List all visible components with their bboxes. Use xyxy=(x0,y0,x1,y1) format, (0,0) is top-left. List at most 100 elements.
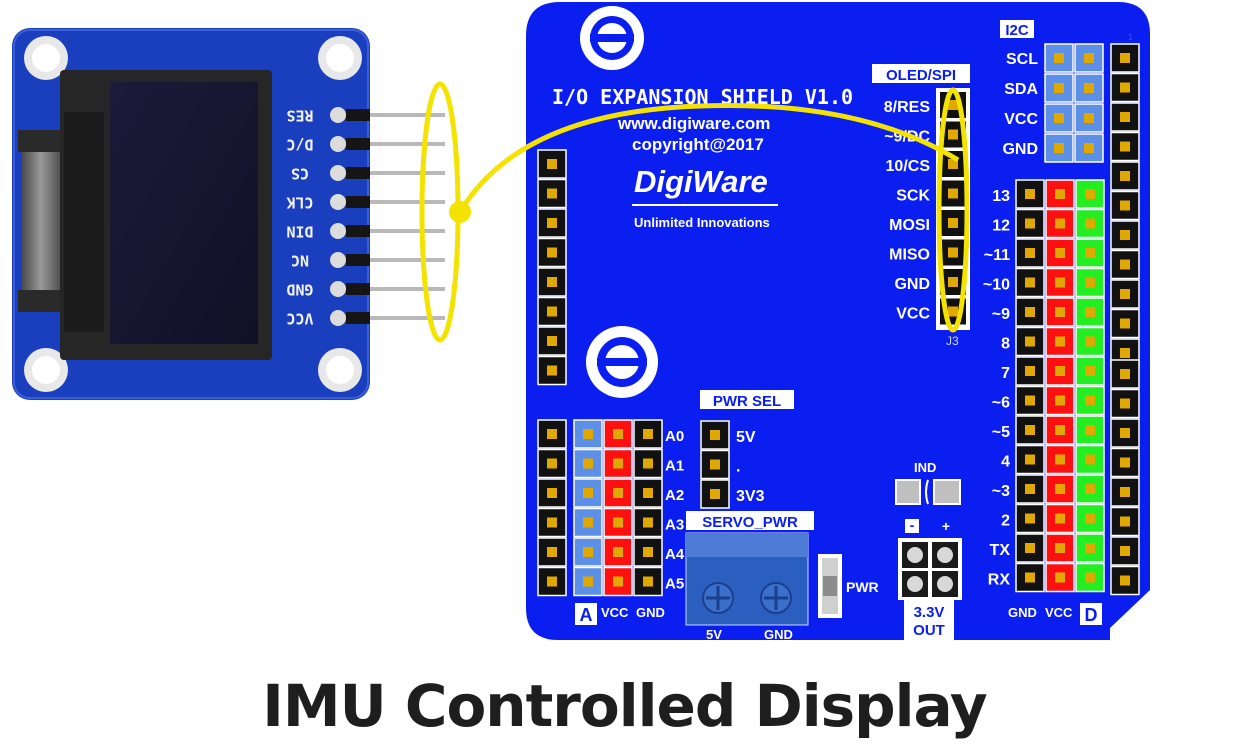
header-pin xyxy=(940,180,966,207)
header-pin xyxy=(633,448,663,479)
corner-mark: 1 xyxy=(1128,32,1133,42)
screw-icon xyxy=(702,582,792,614)
header-pin xyxy=(537,296,567,327)
digiware-tagline: Unlimited Innovations xyxy=(634,215,770,230)
header-pin xyxy=(1110,131,1140,162)
shield-board: I/O EXPANSION SHIELD V1.0 www.digiware.c… xyxy=(526,2,1150,642)
header-pin xyxy=(1015,474,1045,504)
header-pin xyxy=(1110,418,1140,448)
header-pin xyxy=(1110,308,1140,339)
i2c-pin-label: VCC xyxy=(1004,111,1038,128)
left-header xyxy=(537,149,567,386)
pin-pad-icon xyxy=(330,136,346,152)
header-pin xyxy=(537,237,567,268)
header-pin xyxy=(1075,297,1105,327)
pwr-sel-label: 3V3 xyxy=(736,488,765,505)
header-pin xyxy=(1074,103,1104,133)
header-pin xyxy=(1045,267,1075,298)
header-pin xyxy=(940,210,966,236)
analog-footer-vcc: VCC xyxy=(601,605,629,620)
pin-pad-icon xyxy=(330,252,346,268)
oled-spi-header: OLED/SPI xyxy=(886,67,956,84)
header-pin xyxy=(1045,179,1075,209)
header-pin xyxy=(1075,503,1105,534)
i2c-header: I2C xyxy=(1005,22,1029,39)
analog-pin-label: A0 xyxy=(665,428,684,445)
oled-pin-label: VCC xyxy=(286,310,313,328)
header-pin xyxy=(1045,208,1075,239)
out-label-1: 3.3V xyxy=(914,604,945,621)
power-switch[interactable] xyxy=(818,554,842,618)
header-pin xyxy=(1015,562,1045,593)
header-pin xyxy=(1015,533,1045,563)
header-pin xyxy=(1110,447,1140,478)
spi-pin-label: SCK xyxy=(896,188,930,205)
header-pin xyxy=(1110,477,1140,507)
digital-pin-label: 13 xyxy=(992,188,1010,205)
servo-pwr-header: SERVO_PWR xyxy=(702,514,798,531)
header-pin xyxy=(1075,562,1105,593)
header-pin xyxy=(1110,43,1140,73)
digital-pin-label: ~6 xyxy=(992,395,1010,412)
header-pin xyxy=(1110,220,1140,250)
header-pin xyxy=(537,507,567,538)
digital-footer-gnd: GND xyxy=(1008,605,1037,620)
oled-pin-label: D/C xyxy=(286,136,313,154)
oled-pin-label: CLK xyxy=(286,194,313,212)
digital-pin-label: TX xyxy=(990,542,1011,559)
oled-pin-label: RES xyxy=(286,107,313,125)
header-pin xyxy=(573,507,603,538)
digital-pin-label: ~3 xyxy=(992,483,1010,500)
header-pin xyxy=(1075,415,1105,445)
header-pin xyxy=(1075,444,1105,475)
digital-pin-label: 12 xyxy=(992,218,1010,235)
header-pin xyxy=(537,178,567,209)
header-pin xyxy=(1015,444,1045,475)
header-pin xyxy=(1015,267,1045,298)
j3-label: J3 xyxy=(946,334,959,348)
header-pin xyxy=(573,566,603,597)
header-pin xyxy=(537,448,567,479)
connection-arc xyxy=(457,103,960,214)
header-pin xyxy=(700,449,730,480)
digital-pin-label: 2 xyxy=(1001,513,1010,530)
oled-pin-label: CS xyxy=(291,165,309,183)
header-pin xyxy=(1110,249,1140,280)
header-pin xyxy=(1075,267,1105,298)
header-pin xyxy=(1015,238,1045,268)
digital-pin-label: 8 xyxy=(1001,336,1010,353)
header-pin xyxy=(1075,385,1105,416)
header-pin xyxy=(633,478,663,508)
header-pin xyxy=(1045,356,1075,386)
spi-pin-label: MISO xyxy=(889,247,930,264)
header-pin xyxy=(1044,103,1074,133)
oled-screen xyxy=(110,82,258,344)
connection-dot xyxy=(449,201,471,223)
header-pin xyxy=(573,419,603,449)
i2c-pin-label: SDA xyxy=(1004,81,1038,98)
header-pin xyxy=(537,267,567,297)
mounting-hole-icon xyxy=(24,36,362,392)
pin-pad-icon xyxy=(330,310,346,326)
pin-pad-icon xyxy=(330,223,346,239)
header-pin xyxy=(537,566,567,597)
analog-footer-tag: A xyxy=(580,605,593,625)
servo-terminal-block xyxy=(685,532,809,626)
header-pin xyxy=(1045,533,1075,563)
digital-pin-label: RX xyxy=(988,572,1011,589)
analog-pin-label: A3 xyxy=(665,517,684,534)
header-pin xyxy=(537,208,567,238)
header-pin xyxy=(1045,444,1075,475)
header-pin xyxy=(1110,190,1140,221)
header-pin xyxy=(1075,208,1105,239)
digiware-logo: DigiWare xyxy=(634,164,768,199)
pin-pad-icon xyxy=(330,194,346,210)
oled-pin-label: NC xyxy=(291,252,309,270)
digital-pin-label: ~5 xyxy=(992,424,1010,441)
header-pin xyxy=(1110,388,1140,419)
spi-pin-label: 10/CS xyxy=(886,158,931,175)
